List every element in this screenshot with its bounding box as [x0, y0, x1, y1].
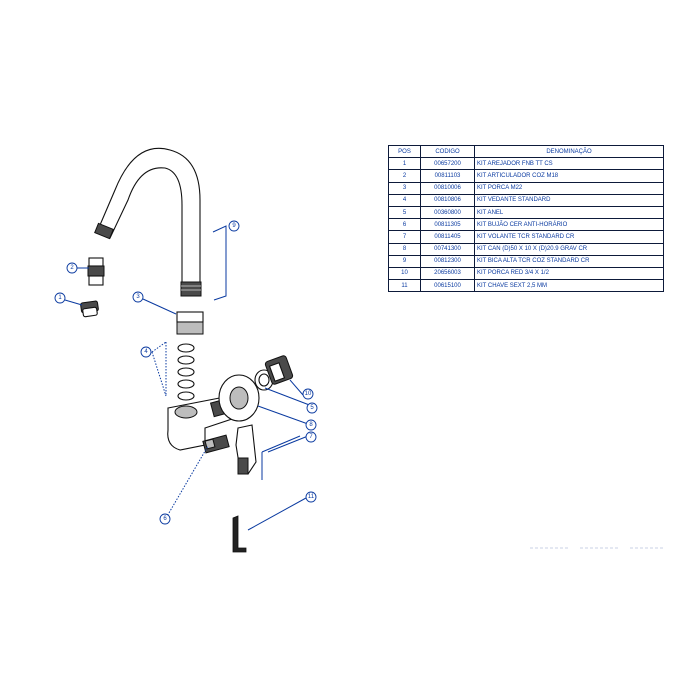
- handle-part: [235, 424, 257, 475]
- cell-code: 00615100: [420, 279, 475, 293]
- cell-pos: 1: [388, 157, 421, 171]
- leader-lines: [64, 225, 313, 531]
- svg-text:10: 10: [305, 391, 312, 397]
- cell-pos: 2: [388, 169, 421, 183]
- callout-6: 6: [159, 513, 171, 525]
- cell-code: 00812300: [420, 254, 475, 268]
- cell-pos: 10: [388, 266, 421, 281]
- nut-part: [176, 311, 204, 335]
- callout-8: 8: [305, 419, 317, 431]
- cell-pos: 11: [388, 279, 421, 293]
- cell-description: KIT ARTICULADOR COZ M18: [474, 169, 664, 183]
- cell-pos: 6: [388, 218, 421, 232]
- svg-text:8: 8: [309, 422, 313, 428]
- cell-code: 00810006: [420, 181, 475, 195]
- cell-description: KIT BUJÃO CER ANTI-HORÁRIO: [474, 218, 664, 232]
- column-header-pos: POS: [388, 144, 421, 159]
- cell-code: 00360800: [420, 205, 475, 220]
- svg-text:6: 6: [163, 516, 167, 522]
- aerator-part: [80, 300, 99, 318]
- spout-part: [94, 147, 202, 297]
- cell-pos: 8: [388, 242, 421, 256]
- watermark-marks: [530, 547, 665, 549]
- cell-description: KIT ANEL: [474, 205, 664, 220]
- cell-pos: 3: [388, 181, 421, 195]
- articulator-part: [87, 257, 105, 286]
- flange-part: [218, 374, 260, 422]
- cell-code: 00741300: [420, 242, 475, 256]
- cell-code: 00810806: [420, 193, 475, 207]
- cell-code: 00811405: [420, 230, 475, 244]
- cell-description: KIT CHAVE SEXT 2,5 MM: [474, 279, 664, 293]
- cell-description: KIT BICA ALTA TCR COZ STANDARD CR: [474, 254, 664, 268]
- callout-1: 1: [54, 292, 66, 304]
- callout-7: 7: [305, 431, 317, 443]
- cell-description: KIT AREJADOR FNB TT CS: [474, 157, 664, 171]
- svg-text:1: 1: [58, 295, 62, 301]
- callout-10: 10: [302, 388, 314, 400]
- column-header-description: DENOMINAÇÃO: [474, 144, 664, 159]
- callout-3: 3: [132, 291, 144, 303]
- cell-pos: 7: [388, 230, 421, 244]
- cell-code: 00657200: [420, 157, 475, 171]
- svg-text:11: 11: [308, 494, 315, 500]
- column-header-code: CODIGO: [420, 144, 475, 159]
- cell-description: KIT PORCA RED 3/4 X 1/2: [474, 266, 664, 281]
- reducing-nut-part: [264, 355, 294, 385]
- callout-11: 11: [305, 491, 317, 503]
- svg-text:5: 5: [310, 405, 314, 411]
- cartridge-part: [202, 434, 230, 454]
- cell-pos: 9: [388, 254, 421, 268]
- callout-4: 4: [140, 346, 152, 358]
- cell-description: KIT PORCA M22: [474, 181, 664, 195]
- svg-text:4: 4: [144, 349, 148, 355]
- cell-code: 00811305: [420, 218, 475, 232]
- cell-pos: 4: [388, 193, 421, 207]
- cell-code: 00811103: [420, 169, 475, 183]
- callout-2: 2: [66, 262, 78, 274]
- callout-9: 9: [228, 220, 240, 232]
- table-header-row: POS CODIGO DENOMINAÇÃO: [388, 144, 664, 159]
- callout-5: 5: [306, 402, 318, 414]
- svg-text:3: 3: [136, 294, 140, 300]
- cell-description: KIT VOLANTE TCR STANDARD CR: [474, 230, 664, 244]
- cell-description: KIT CAN (D)50 X 10 X (D)20.9 GRAV CR: [474, 242, 664, 256]
- svg-text:7: 7: [309, 434, 313, 440]
- seals-part: [177, 343, 195, 401]
- svg-text:2: 2: [70, 265, 74, 271]
- ring-part: [254, 369, 274, 391]
- hex-key-part: [232, 515, 247, 553]
- svg-text:9: 9: [232, 223, 236, 229]
- cell-description: KIT VEDANTE STANDARD: [474, 193, 664, 207]
- cell-code: 20656003: [420, 266, 475, 281]
- cell-pos: 5: [388, 205, 421, 220]
